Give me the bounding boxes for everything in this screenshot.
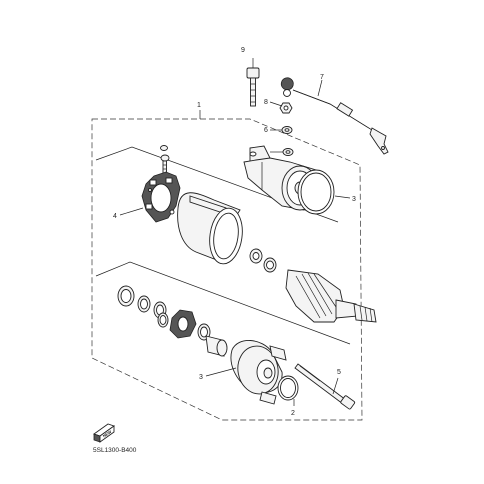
washer-set-lower: [117, 285, 169, 328]
part-5-through-bolt: [294, 363, 356, 410]
callout-2: 2: [291, 410, 295, 417]
diagram-code: 5SL1300-B400: [93, 447, 137, 454]
part-2-o-ring-lower: [277, 375, 299, 401]
part-7-cable: [280, 77, 389, 155]
starter-rear-cover: [230, 340, 287, 405]
starter-yoke-housing: [177, 192, 243, 265]
callout-labels: 1 9 7 8 6 3 4 3 5 2: [113, 47, 356, 417]
callout-6: 6: [264, 127, 268, 134]
callout-7: 7: [320, 74, 324, 81]
callout-1: 1: [197, 102, 201, 109]
part-3-o-ring-upper: [297, 169, 335, 215]
needle-bearing: [197, 323, 228, 357]
callout-4: 4: [113, 213, 117, 220]
part-6-washers: [281, 126, 294, 156]
new-part-badge-icon: NEW: [93, 423, 115, 443]
part-9-bolt: [246, 67, 260, 107]
part-4-brush-holder: [141, 171, 181, 223]
armature-bearing-small: [249, 248, 277, 273]
assembly-boundary-dashed: [91, 118, 363, 421]
callout-3-upper: 3: [352, 196, 356, 203]
part-8-nut: [279, 102, 293, 114]
callout-5: 5: [337, 369, 341, 376]
leader-lines: [119, 58, 351, 406]
callout-9: 9: [241, 47, 245, 54]
starter-armature: [285, 269, 377, 323]
plane-guide-lines: [95, 146, 351, 345]
brush-plate: [169, 309, 197, 339]
badge-text: NEW: [102, 429, 113, 438]
callout-3-lower: 3: [199, 374, 203, 381]
callout-8: 8: [264, 99, 268, 106]
brush-holder-screws: [160, 145, 170, 174]
